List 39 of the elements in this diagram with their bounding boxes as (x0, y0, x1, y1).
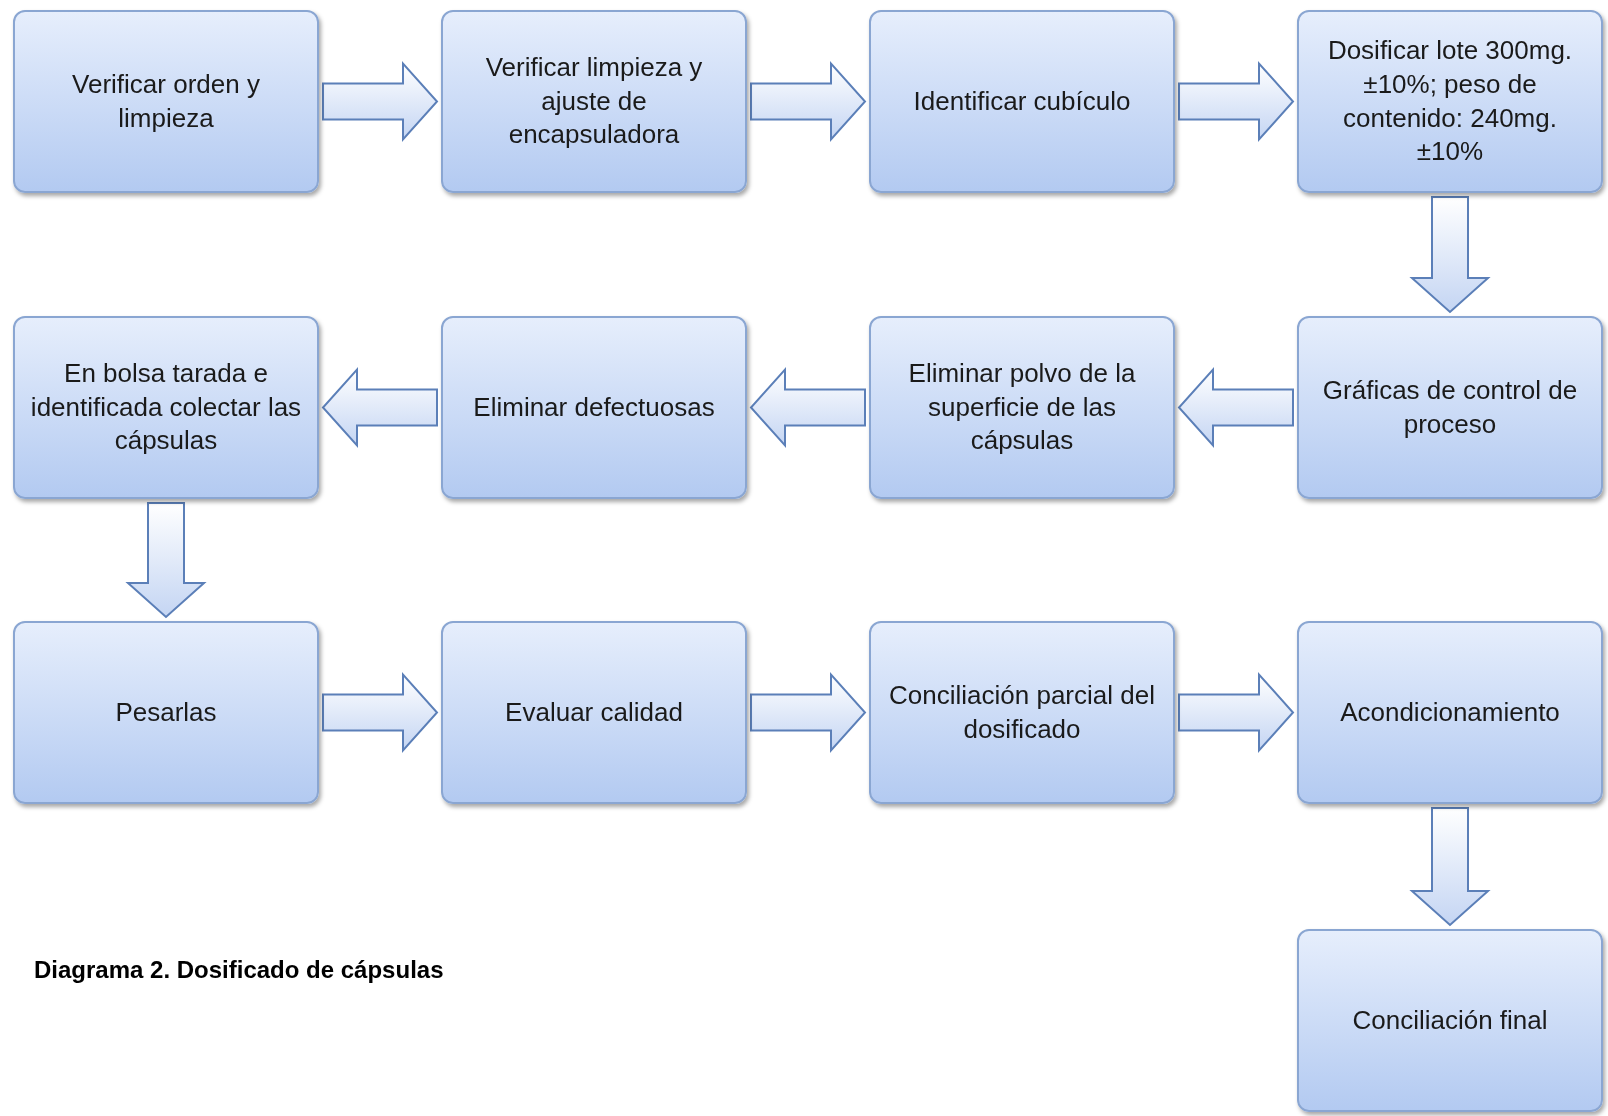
step-text: Pesarlas (115, 695, 217, 729)
block-arrow (1177, 366, 1294, 449)
step-text: Eliminar polvo de la superficie de las cápsulas (907, 356, 1137, 458)
step-text: Dosificar lote 300mg. ±10%; peso de contenido: 240mg. ±10% (1326, 33, 1574, 169)
block-arrow (749, 366, 866, 449)
block-arrow (1178, 671, 1295, 754)
step-text: Verificar orden y limpieza (71, 67, 261, 135)
block-arrow (1178, 60, 1295, 143)
step-text: Verificar limpieza y ajuste de encapsuladora (484, 50, 704, 152)
block-arrow (322, 60, 439, 143)
block-arrow (321, 366, 438, 449)
process-box (441, 621, 747, 804)
block-arrow (322, 671, 439, 754)
process-box (441, 10, 747, 193)
diagram-caption: Diagrama 2. Dosificado de cápsulas (34, 956, 444, 984)
process-box (869, 316, 1175, 499)
process-box (13, 621, 319, 804)
process-box (869, 621, 1175, 804)
step-text: Conciliación final (1352, 1003, 1548, 1037)
process-box (1297, 621, 1603, 804)
process-box (13, 10, 319, 193)
step-text: Gráficas de control de proceso (1321, 373, 1579, 441)
step-text: En bolsa tarada e identificada colectar las cápsulas (29, 356, 303, 458)
step-text: Evaluar calidad (505, 695, 683, 729)
step-text: Acondicionamiento (1340, 695, 1560, 729)
process-box (13, 316, 319, 499)
step-text: Eliminar defectuosas (473, 390, 715, 424)
block-arrow (1409, 196, 1491, 314)
block-arrow (750, 671, 867, 754)
process-box (1297, 316, 1603, 499)
step-text: Conciliación parcial del dosificado (888, 678, 1156, 746)
process-box (869, 10, 1175, 193)
step-text: Identificar cubículo (913, 84, 1131, 118)
block-arrow (1409, 807, 1491, 927)
process-box (1297, 10, 1603, 193)
process-box (1297, 929, 1603, 1112)
process-box (441, 316, 747, 499)
block-arrow (750, 60, 867, 143)
block-arrow (125, 502, 207, 619)
